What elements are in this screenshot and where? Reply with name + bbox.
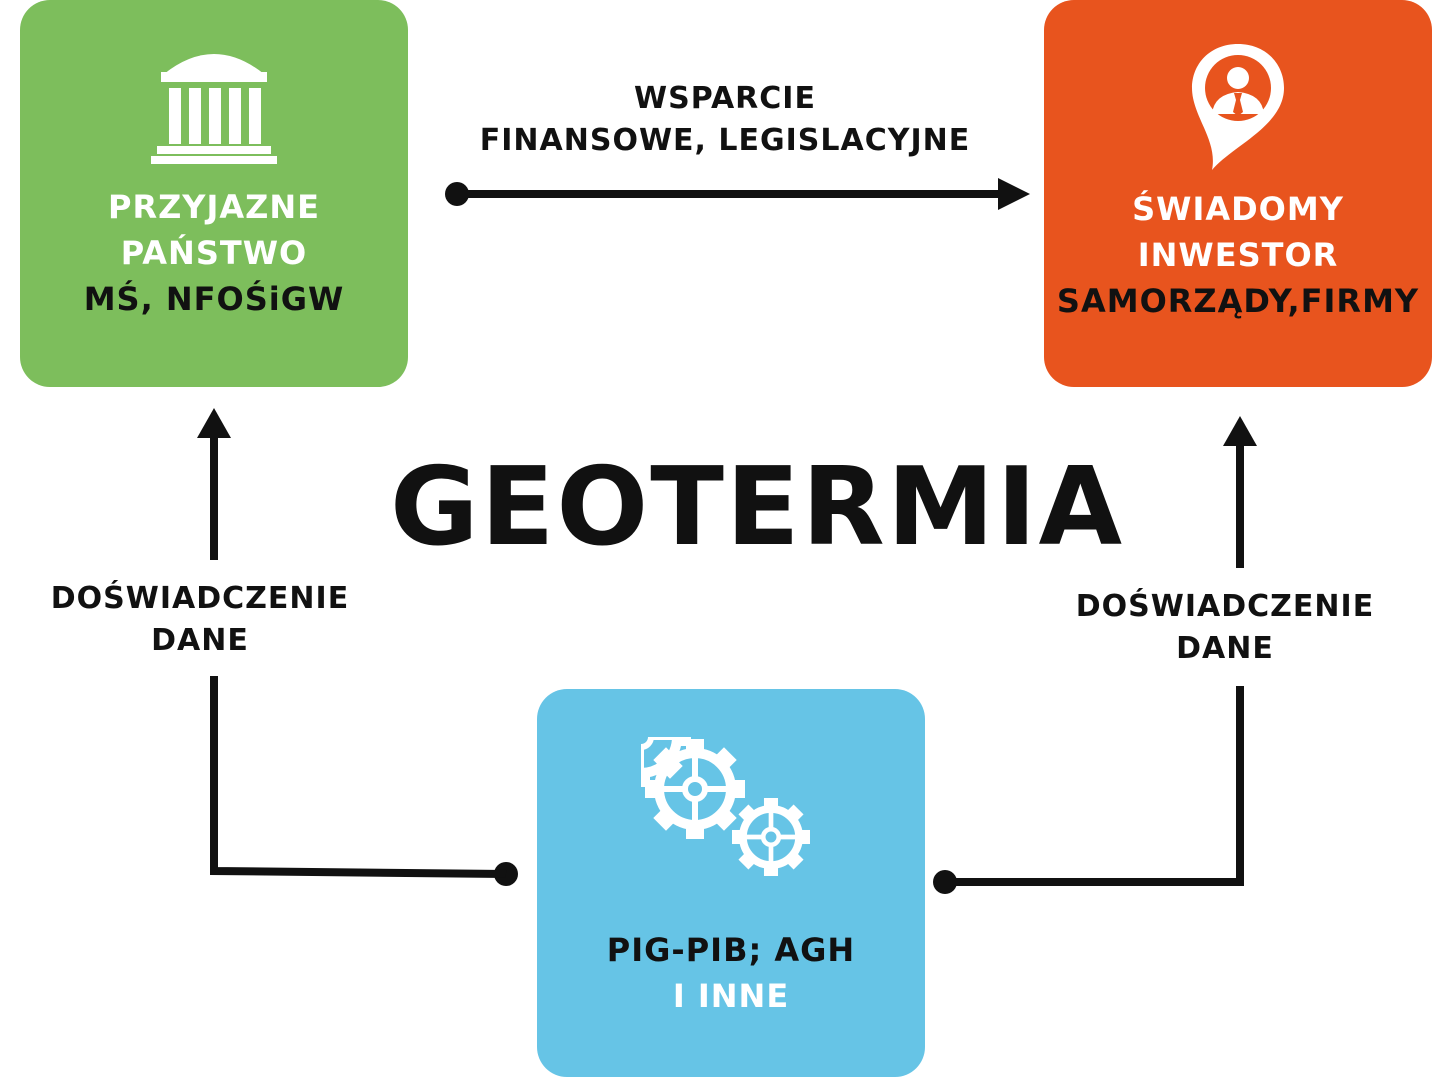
government-building-icon: [149, 42, 279, 164]
investor-title-line1: ŚWIADOMY: [1132, 190, 1344, 228]
arrow-research-to-state: [197, 408, 518, 886]
left-arrow-label-line1: DOŚWIADCZENIE: [50, 581, 350, 616]
research-institutions: PIG-PIB; AGH: [606, 931, 856, 969]
arrow-state-to-investor: [445, 178, 1030, 210]
location-pin-person-icon: [1188, 42, 1288, 172]
state-box: PRZYJAZNE PAŃSTWO MŚ, NFOŚiGW: [20, 0, 408, 387]
left-arrow-label: DOŚWIADCZENIE DANE: [30, 578, 370, 662]
left-arrow-label-line2: DANE: [151, 623, 249, 658]
state-title-line2: PAŃSTWO: [120, 234, 308, 272]
right-arrow-label-line1: DOŚWIADCZENIE: [1075, 589, 1375, 624]
right-arrow-label: DOŚWIADCZENIE DANE: [1050, 586, 1400, 670]
arrow-research-to-investor: [933, 416, 1257, 894]
top-arrow-label: WSPARCIE FINANSOWE, LEGISLACYJNE: [470, 78, 980, 162]
research-others: I INNE: [672, 977, 790, 1015]
diagram-title: GEOTERMIA: [390, 445, 1125, 570]
investor-groups: SAMORZĄDY,FIRMY: [1056, 282, 1420, 320]
research-box: PIG-PIB; AGH I INNE: [537, 687, 925, 1077]
investor-box: ŚWIADOMY INWESTOR SAMORZĄDY,FIRMY: [1044, 0, 1432, 387]
top-arrow-label-line2: FINANSOWE, LEGISLACYJNE: [479, 123, 971, 158]
state-institutions: MŚ, NFOŚiGW: [83, 280, 345, 318]
top-arrow-label-line1: WSPARCIE: [634, 81, 816, 116]
state-title-line1: PRZYJAZNE: [108, 188, 320, 226]
right-arrow-label-line2: DANE: [1176, 631, 1274, 666]
investor-title-line2: INWESTOR: [1137, 236, 1339, 274]
